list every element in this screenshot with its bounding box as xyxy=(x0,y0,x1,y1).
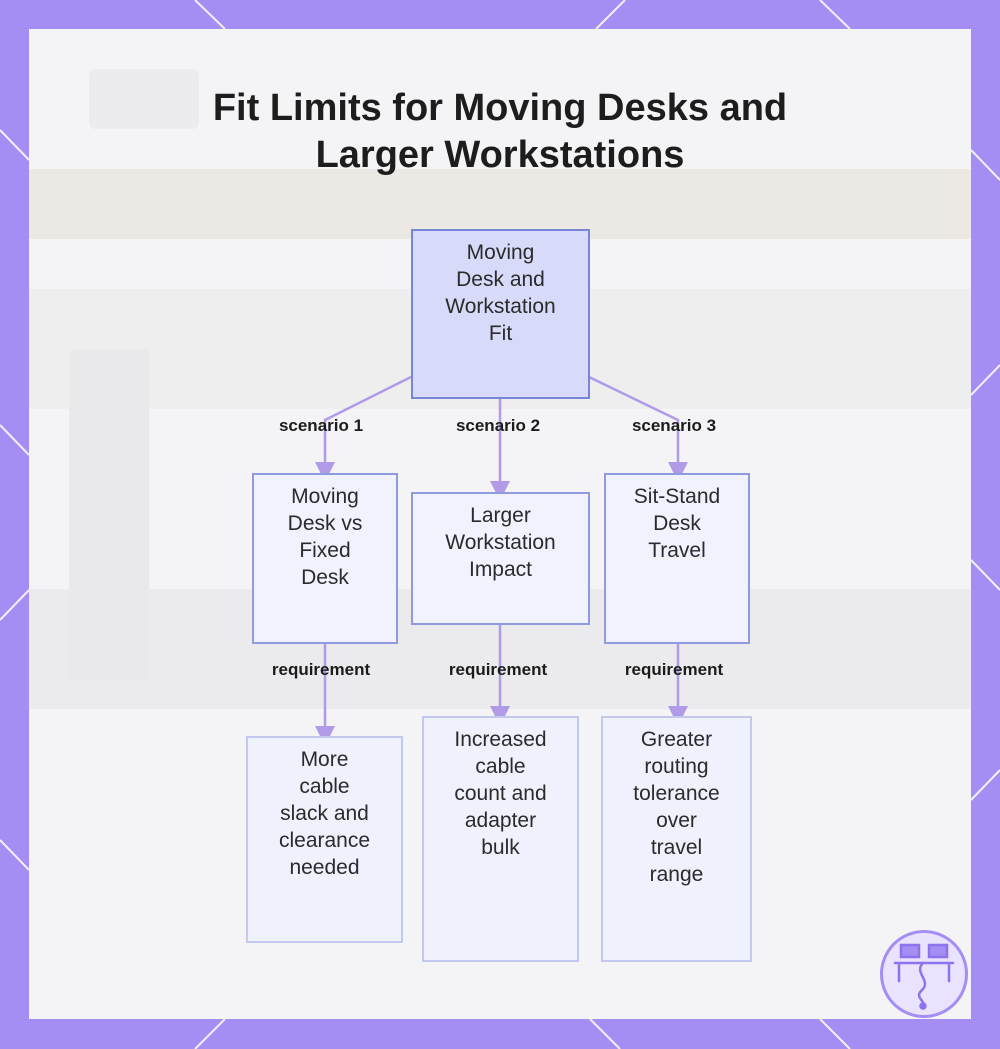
desk-cable-logo-icon xyxy=(893,943,955,1010)
edge-label-requirement-3: requirement xyxy=(624,660,724,679)
root-node: Moving Desk and Workstation Fit xyxy=(411,229,590,399)
scenario-node-1: Moving Desk vs Fixed Desk xyxy=(252,473,398,644)
requirement-node-3: Greater routing tolerance over travel ra… xyxy=(601,716,752,962)
requirement-node-3-label: Greater routing tolerance over travel ra… xyxy=(633,728,720,886)
connector-root-scenario-3 xyxy=(588,375,688,482)
scenario-node-1-label: Moving Desk vs Fixed Desk xyxy=(287,485,363,589)
scenario-node-2-label: Larger Workstation Impact xyxy=(445,504,556,581)
diagram-title: Fit Limits for Moving Desks and Larger W… xyxy=(212,87,788,176)
background-photo xyxy=(69,349,149,679)
scenario-node-3-label: Sit-Stand Desk Travel xyxy=(633,485,721,562)
scenario-node-3: Sit-Stand Desk Travel xyxy=(604,473,750,644)
edge-label-scenario-3: scenario 3 xyxy=(631,416,717,435)
root-node-label: Moving Desk and Workstation Fit xyxy=(445,241,556,345)
requirement-node-1-label: More cable slack and clearance needed xyxy=(278,748,371,879)
edge-label-scenario-1: scenario 1 xyxy=(278,416,364,435)
connector-root-scenario-1 xyxy=(315,375,412,482)
edge-label-requirement-1: requirement xyxy=(271,660,371,679)
requirement-node-2-label: Increased cable count and adapter bulk xyxy=(454,728,547,859)
desk-cable-logo xyxy=(880,930,968,1018)
requirement-node-1: More cable slack and clearance needed xyxy=(246,736,403,943)
edge-label-scenario-2: scenario 2 xyxy=(455,416,541,435)
background-photo xyxy=(89,69,199,129)
edge-label-requirement-2: requirement xyxy=(448,660,548,679)
background-photo xyxy=(29,169,971,239)
requirement-node-2: Increased cable count and adapter bulk xyxy=(422,716,579,962)
scenario-node-2: Larger Workstation Impact xyxy=(411,492,590,625)
